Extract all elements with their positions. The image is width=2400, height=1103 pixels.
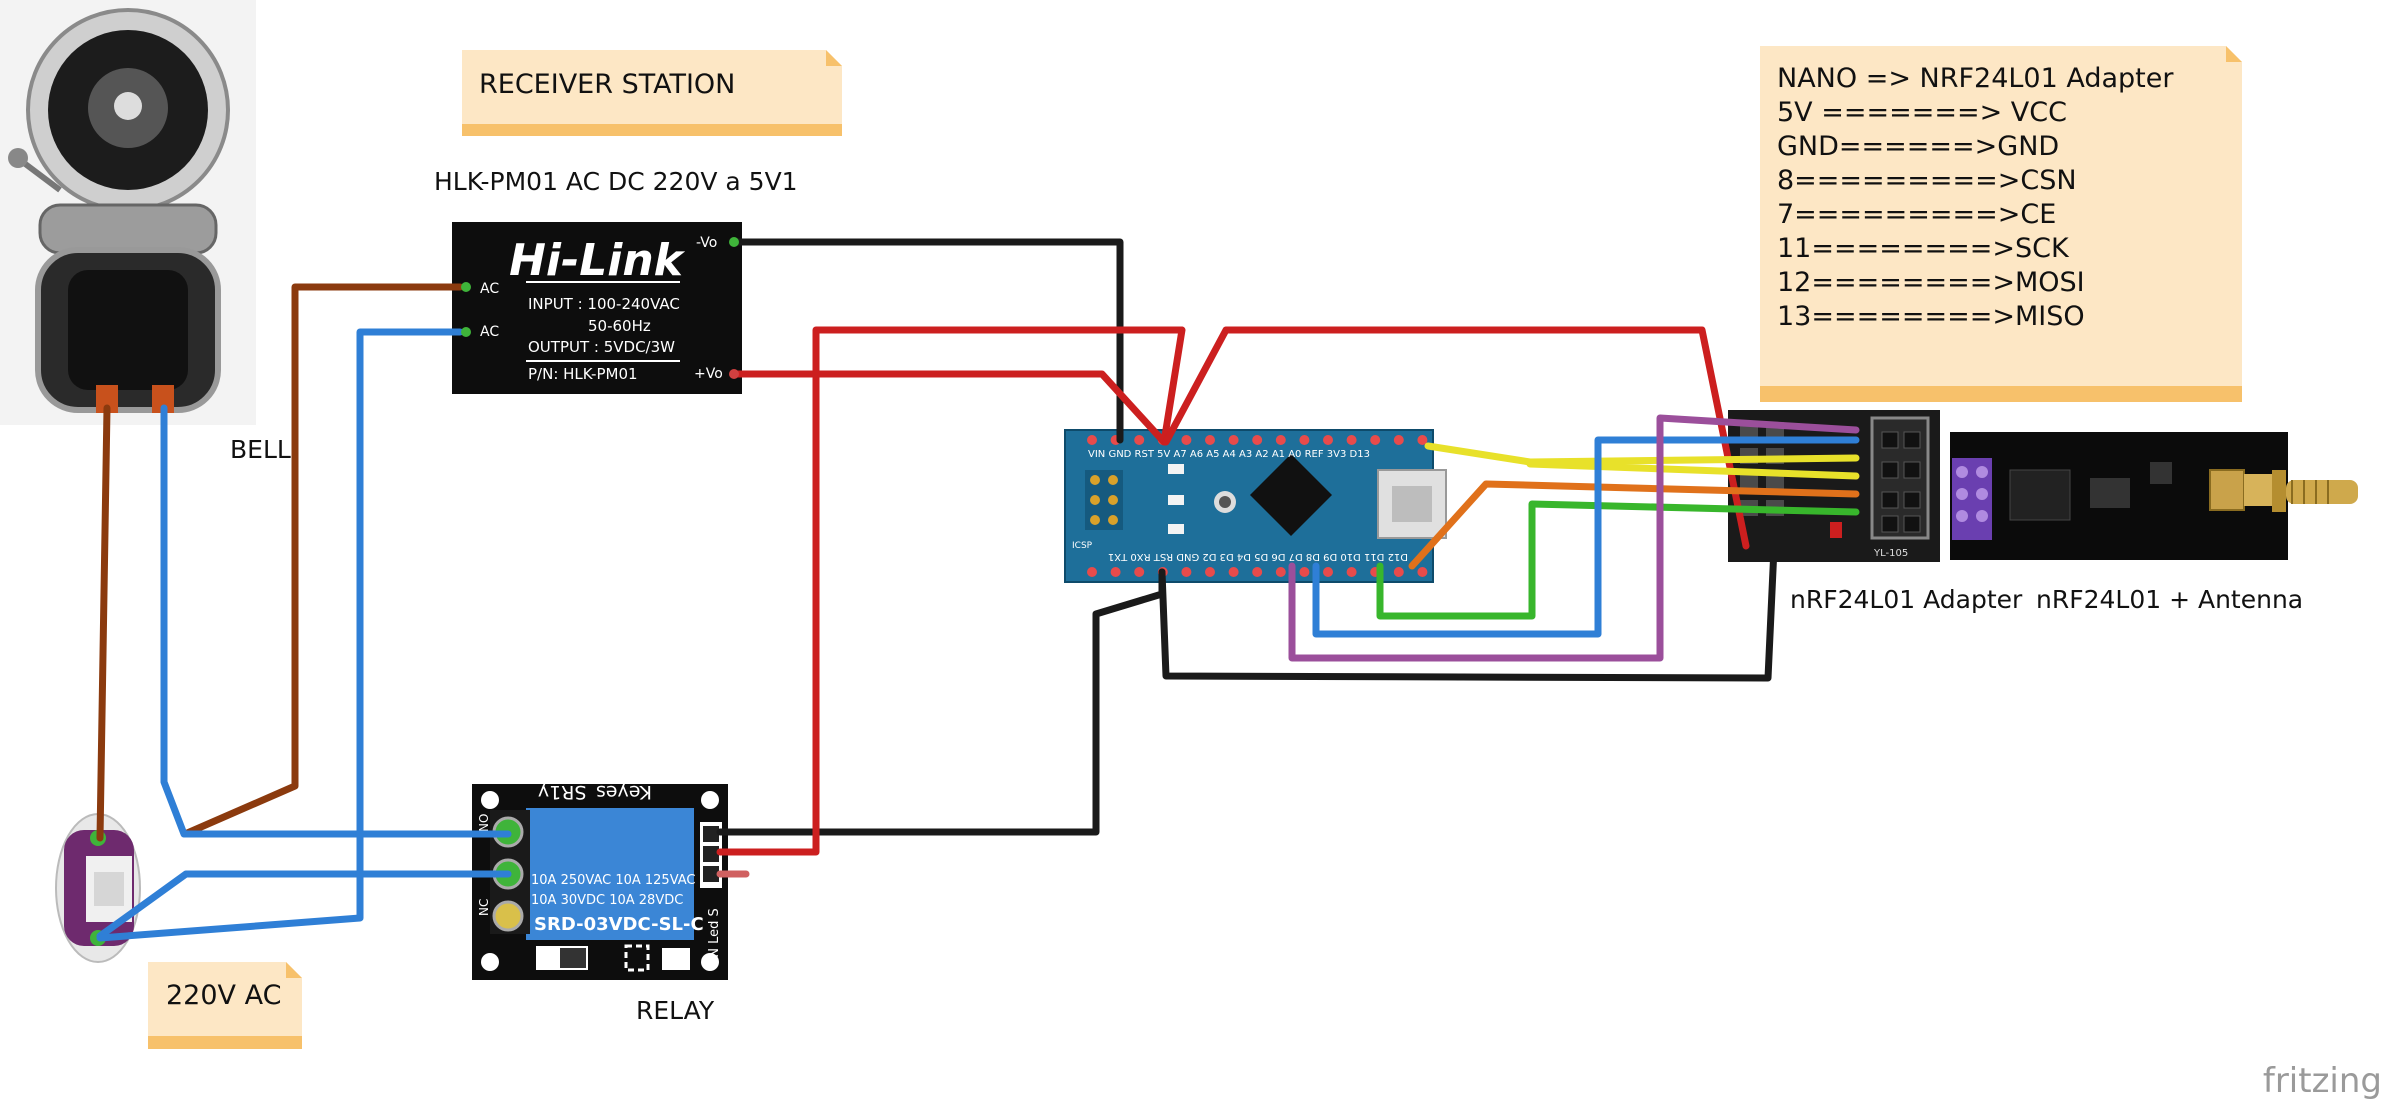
wire-blue-plug-hlk bbox=[96, 328, 464, 942]
pin-map-line: 5V =======> VCC bbox=[1777, 97, 2067, 128]
wire-blue-bell-relay bbox=[160, 404, 512, 838]
note-receiver-station: RECEIVER STATION bbox=[462, 50, 842, 136]
adapter-header-pin bbox=[1766, 474, 1784, 490]
hilink-pin-ac1: AC bbox=[480, 281, 499, 297]
nrf24l01-adapter-board: YL-105 bbox=[1728, 410, 1940, 562]
header-pin bbox=[1181, 567, 1192, 577]
header-pin bbox=[1134, 567, 1145, 577]
adapter-model-label: YL-105 bbox=[1873, 548, 1908, 559]
bell-label: BELL bbox=[230, 435, 291, 464]
bell-image bbox=[0, 0, 256, 425]
note-pin-map-text: NANO => NRF24L01 Adapter 5V =======> VCC… bbox=[1777, 63, 2182, 332]
relay-spec2: 10A 30VDC 10A 28VDC bbox=[531, 893, 683, 908]
header-pin bbox=[1346, 567, 1357, 577]
relay-module: Keyes_SR1y 10A 250VAC 10A 125VAC 10A 30V… bbox=[472, 781, 728, 980]
header-pin bbox=[1346, 435, 1357, 445]
header-pin bbox=[1275, 435, 1286, 445]
adapter-label: nRF24L01 Adapter bbox=[1790, 585, 2023, 614]
header-pin bbox=[1087, 567, 1097, 577]
wire-brown-hlk bbox=[181, 283, 464, 838]
hilink-pn: P/N: HLK-PM01 bbox=[528, 365, 638, 383]
relay-model: SRD-03VDC-SL-C bbox=[534, 914, 704, 935]
note-receiver-station-text: RECEIVER STATION bbox=[479, 69, 735, 100]
wire-purple bbox=[1288, 414, 1860, 662]
pin-dots bbox=[461, 237, 739, 379]
note-220v-ac-text: 220V AC bbox=[166, 980, 281, 1011]
wire-red-hlk-relay bbox=[716, 326, 1186, 856]
header-pin bbox=[1417, 567, 1428, 577]
pin-map-line: 13========>MISO bbox=[1777, 301, 2085, 332]
wire-yellow-2 bbox=[1526, 460, 1860, 480]
fritzing-brand: fritzing bbox=[2263, 1061, 2382, 1101]
hilink-output: OUTPUT : 5VDC/3W bbox=[528, 338, 675, 356]
hilink-pin-pos: +Vo bbox=[694, 366, 723, 382]
relay-brand: Keyes_SR1y bbox=[538, 781, 652, 803]
header-pin bbox=[1252, 435, 1263, 445]
header-pin bbox=[1205, 435, 1215, 445]
header-pin bbox=[1417, 435, 1428, 445]
wire-blue-plug-relay bbox=[96, 870, 512, 940]
header-pin bbox=[1299, 567, 1310, 577]
pin-map-line: GND======>GND bbox=[1777, 131, 2059, 162]
arduino-nano-board: ICSP VIN GND RST 5V A7 A6 A5 A4 A3 A2 A1… bbox=[1064, 429, 1447, 583]
header-pin bbox=[1393, 435, 1404, 445]
relay-nc-label: NC bbox=[477, 899, 491, 916]
wire-black-hlk-gnd bbox=[730, 238, 1124, 444]
nano-icsp-label: ICSP bbox=[1072, 541, 1093, 551]
nrf24l01-antenna-module bbox=[1950, 432, 2358, 560]
wire-brown-bell bbox=[96, 404, 111, 842]
header-pin bbox=[1299, 435, 1310, 445]
header-pin bbox=[1275, 567, 1286, 577]
pin-map-line: 7=========>CE bbox=[1777, 199, 2056, 230]
pin-map-line: NANO => NRF24L01 Adapter bbox=[1777, 63, 2174, 94]
header-pin bbox=[1370, 435, 1381, 445]
wire-orange bbox=[1408, 480, 1860, 570]
power-module-label: HLK-PM01 AC DC 220V a 5V1 bbox=[434, 167, 798, 196]
pin-map-line: 8=========>CSN bbox=[1777, 165, 2077, 196]
header-pin bbox=[1134, 435, 1145, 445]
note-220v-ac: 220V AC bbox=[148, 962, 302, 1049]
wire-black-relay-gnd bbox=[716, 568, 1166, 836]
wire-blue-signal bbox=[1312, 436, 1860, 638]
relay-no-label: NO bbox=[477, 814, 491, 832]
header-pin bbox=[1181, 435, 1192, 445]
nano-bottom-pins: VIN GND RST 5V A7 A6 A5 A4 A3 A2 A1 A0 R… bbox=[1088, 449, 1370, 460]
antenna-label: nRF24L01 + Antenna bbox=[2036, 585, 2303, 614]
adapter-header-pin bbox=[1740, 474, 1758, 490]
hilink-pin-ac2: AC bbox=[480, 324, 499, 340]
wire-black-adapter-gnd bbox=[1158, 544, 1778, 682]
hilink-logo: Hi-Link bbox=[509, 235, 686, 286]
pin-map-line: 12========>MOSI bbox=[1777, 267, 2085, 298]
wires bbox=[96, 238, 1860, 942]
hilink-pin-neg: -Vo bbox=[696, 235, 717, 251]
header-pin bbox=[1087, 435, 1097, 445]
header-pin bbox=[1228, 435, 1239, 445]
relay-label: RELAY bbox=[636, 996, 715, 1025]
wire-green bbox=[1376, 500, 1860, 620]
header-pin bbox=[1323, 567, 1333, 577]
hilink-input: INPUT : 100-240VAC bbox=[528, 295, 680, 313]
relay-side-label: ON Led S bbox=[707, 908, 722, 968]
nano-top-pins: D12 D11 D10 D9 D8 D7 D6 D5 D4 D3 D2 GND … bbox=[1108, 551, 1408, 562]
header-pin bbox=[1205, 567, 1215, 577]
header-pin bbox=[1393, 567, 1404, 577]
relay-spec1: 10A 250VAC 10A 125VAC bbox=[531, 873, 696, 888]
hilink-freq: 50-60Hz bbox=[588, 317, 651, 335]
note-pin-map: NANO => NRF24L01 Adapter 5V =======> VCC… bbox=[1760, 46, 2242, 402]
header-pin bbox=[1228, 567, 1239, 577]
hlk-pm01-module: Hi-Link INPUT : 100-240VAC 50-60Hz OUTPU… bbox=[452, 222, 742, 394]
header-pin bbox=[1110, 567, 1121, 577]
pin-map-line: 11========>SCK bbox=[1777, 233, 2070, 264]
header-pin bbox=[1252, 567, 1263, 577]
header-pin bbox=[1323, 435, 1333, 445]
